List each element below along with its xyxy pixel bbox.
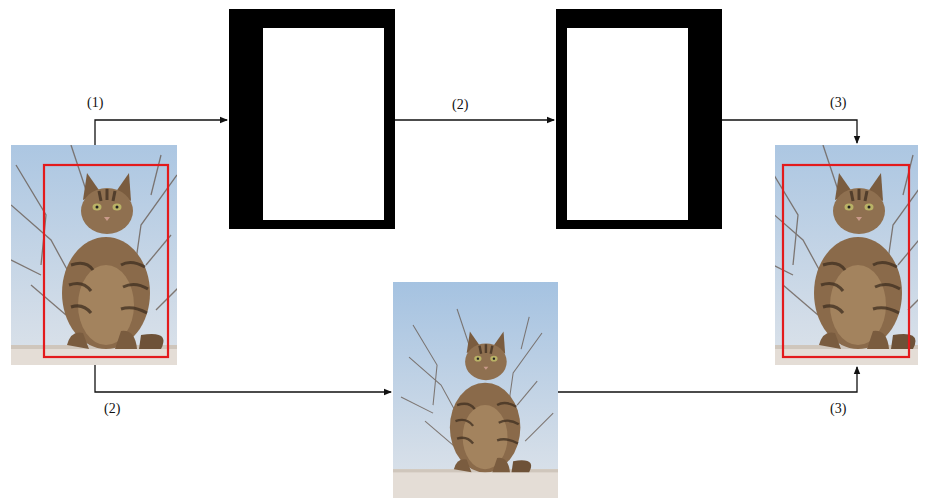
step-number: (2) xyxy=(102,401,122,417)
step-number: (1) xyxy=(85,95,105,111)
step-number: (3) xyxy=(828,401,848,417)
arrow xyxy=(95,365,391,392)
padding-frame xyxy=(229,9,395,229)
cat-photo-cropped xyxy=(361,261,601,499)
arrow xyxy=(95,120,227,145)
arrow xyxy=(558,367,857,392)
cat-photo xyxy=(703,85,928,425)
step-number: (3) xyxy=(828,95,848,111)
arrow xyxy=(722,120,857,143)
arrow xyxy=(395,119,554,120)
padding-frame xyxy=(556,9,722,229)
bounding-box xyxy=(44,165,168,357)
step-number: (2) xyxy=(450,97,470,113)
bounding-box xyxy=(783,165,909,357)
cat-photo xyxy=(0,85,251,425)
